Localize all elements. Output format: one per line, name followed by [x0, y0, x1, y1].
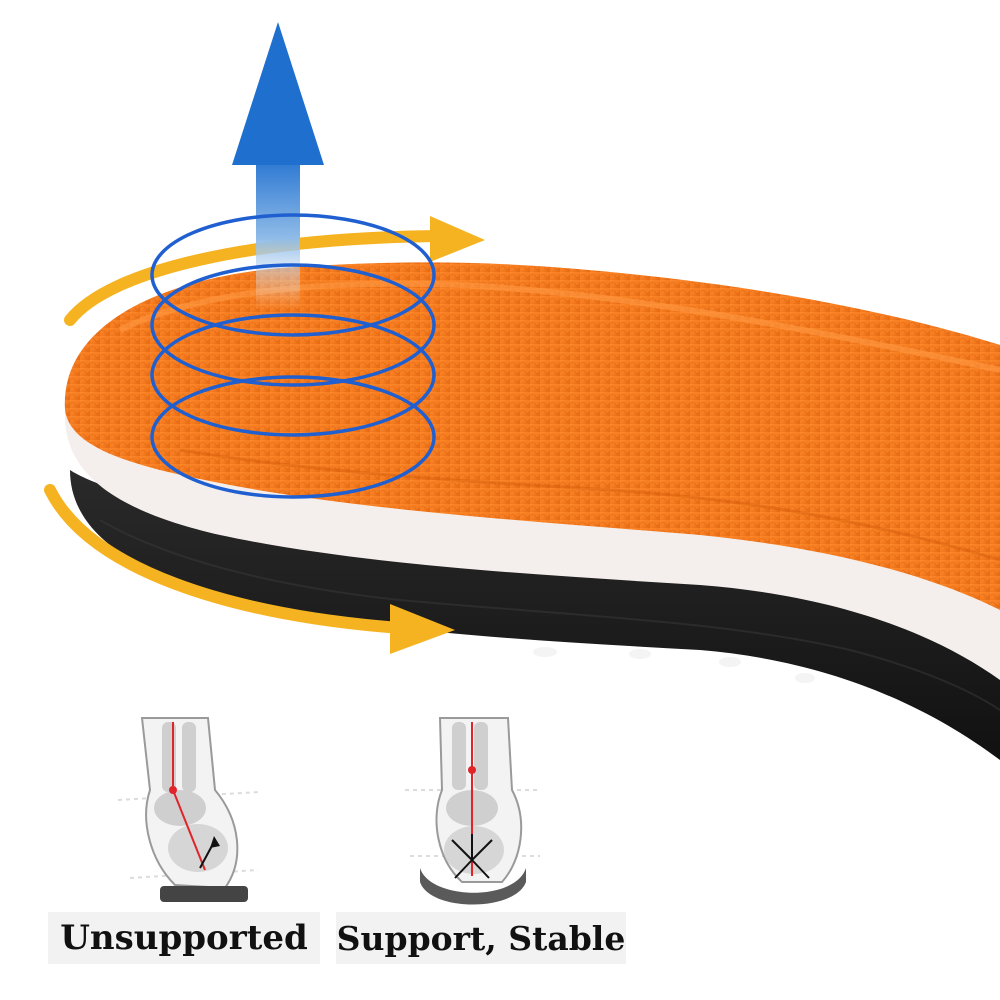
foot-bone-icon-unsupported	[117, 717, 261, 902]
caption-support-stable: Support, Stable	[336, 912, 626, 964]
swirl-arrow-icon	[44, 216, 485, 654]
coil-rings-icon	[150, 213, 436, 499]
foot-bone-icon-supported	[405, 717, 540, 905]
foam-layer	[64, 410, 1000, 680]
insole-top-layer	[64, 262, 1000, 610]
caption-unsupported: Unsupported	[48, 912, 320, 964]
up-arrow-icon	[232, 22, 324, 310]
